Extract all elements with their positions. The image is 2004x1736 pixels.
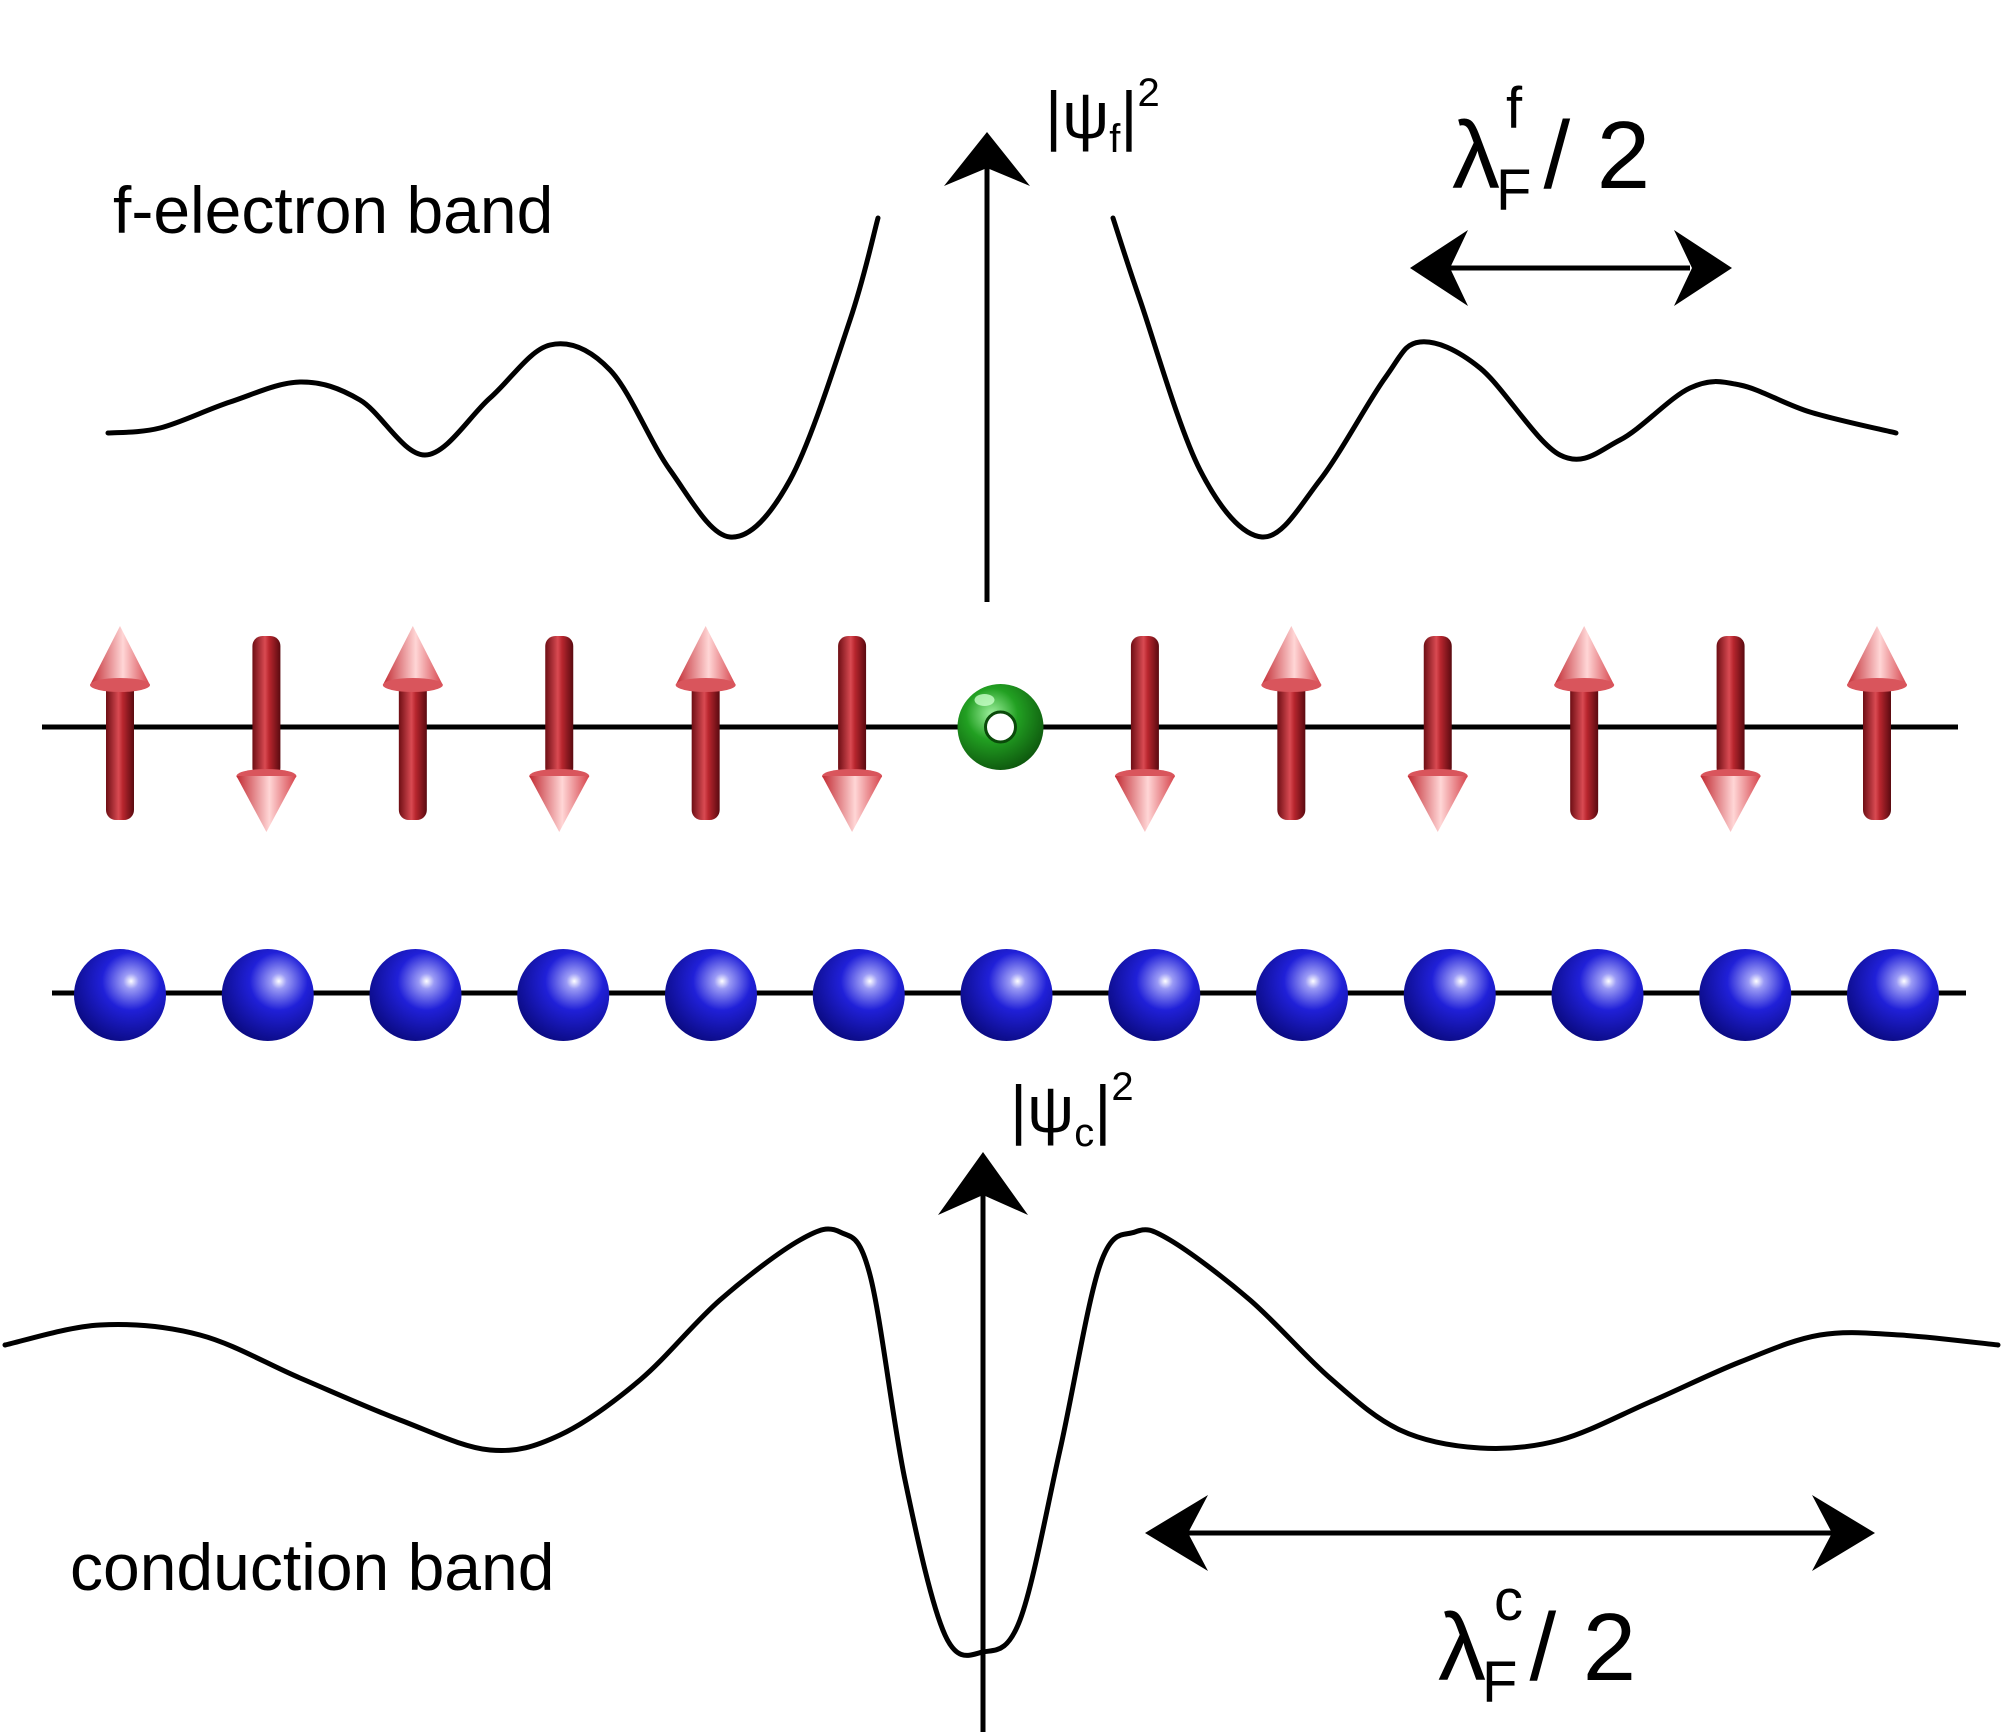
conduction-atom xyxy=(1108,949,1201,1041)
c-lambda-superscript: c xyxy=(1494,1568,1523,1633)
spin-down-arrow xyxy=(1114,636,1175,832)
c-wavelength-arrow xyxy=(1145,1495,1875,1571)
conduction-atom xyxy=(1403,949,1496,1041)
c-axis xyxy=(938,1152,1028,1732)
spin-up-arrow xyxy=(1554,626,1615,820)
f-axis xyxy=(944,132,1030,602)
conduction-atom xyxy=(74,949,166,1041)
c-band-wave xyxy=(2,1226,2001,1658)
c-band-label: conduction band xyxy=(70,1530,554,1604)
conduction-atom xyxy=(221,949,314,1041)
spin-down-arrow xyxy=(1700,636,1761,832)
conduction-atom xyxy=(960,949,1053,1041)
spin-down-arrow xyxy=(822,636,883,832)
spin-chain xyxy=(90,626,1907,832)
c-lambda-label: λF/ 2 xyxy=(1438,1594,1636,1715)
spin-up-arrow xyxy=(382,626,443,820)
f-lambda-label: λF/ 2 xyxy=(1452,102,1650,223)
conduction-atom xyxy=(665,949,757,1041)
conduction-atom xyxy=(1699,949,1792,1041)
f-lambda-superscript: f xyxy=(1506,76,1523,141)
conduction-atom xyxy=(1551,949,1644,1041)
spin-up-arrow xyxy=(1847,626,1907,820)
conduction-atom xyxy=(812,949,905,1041)
c-axis-label: |ψc|2 xyxy=(1010,1065,1134,1155)
f-axis-label: |ψf|2 xyxy=(1045,71,1160,161)
spin-down-arrow xyxy=(236,636,297,832)
vacancy-ring xyxy=(957,684,1044,770)
conduction-atom xyxy=(369,949,462,1041)
atom-chain xyxy=(74,949,1939,1041)
spin-up-arrow xyxy=(675,626,736,820)
conduction-atom xyxy=(517,949,610,1041)
conduction-atom xyxy=(1256,949,1348,1041)
f-band-wave xyxy=(105,215,1899,540)
spin-down-arrow xyxy=(1407,636,1468,832)
spin-down-arrow xyxy=(529,636,590,832)
spin-up-arrow xyxy=(1261,626,1322,820)
spin-up-arrow xyxy=(90,626,150,820)
f-band-label: f-electron band xyxy=(113,173,553,247)
conduction-atom xyxy=(1847,949,1939,1041)
f-wavelength-arrow xyxy=(1410,230,1732,306)
